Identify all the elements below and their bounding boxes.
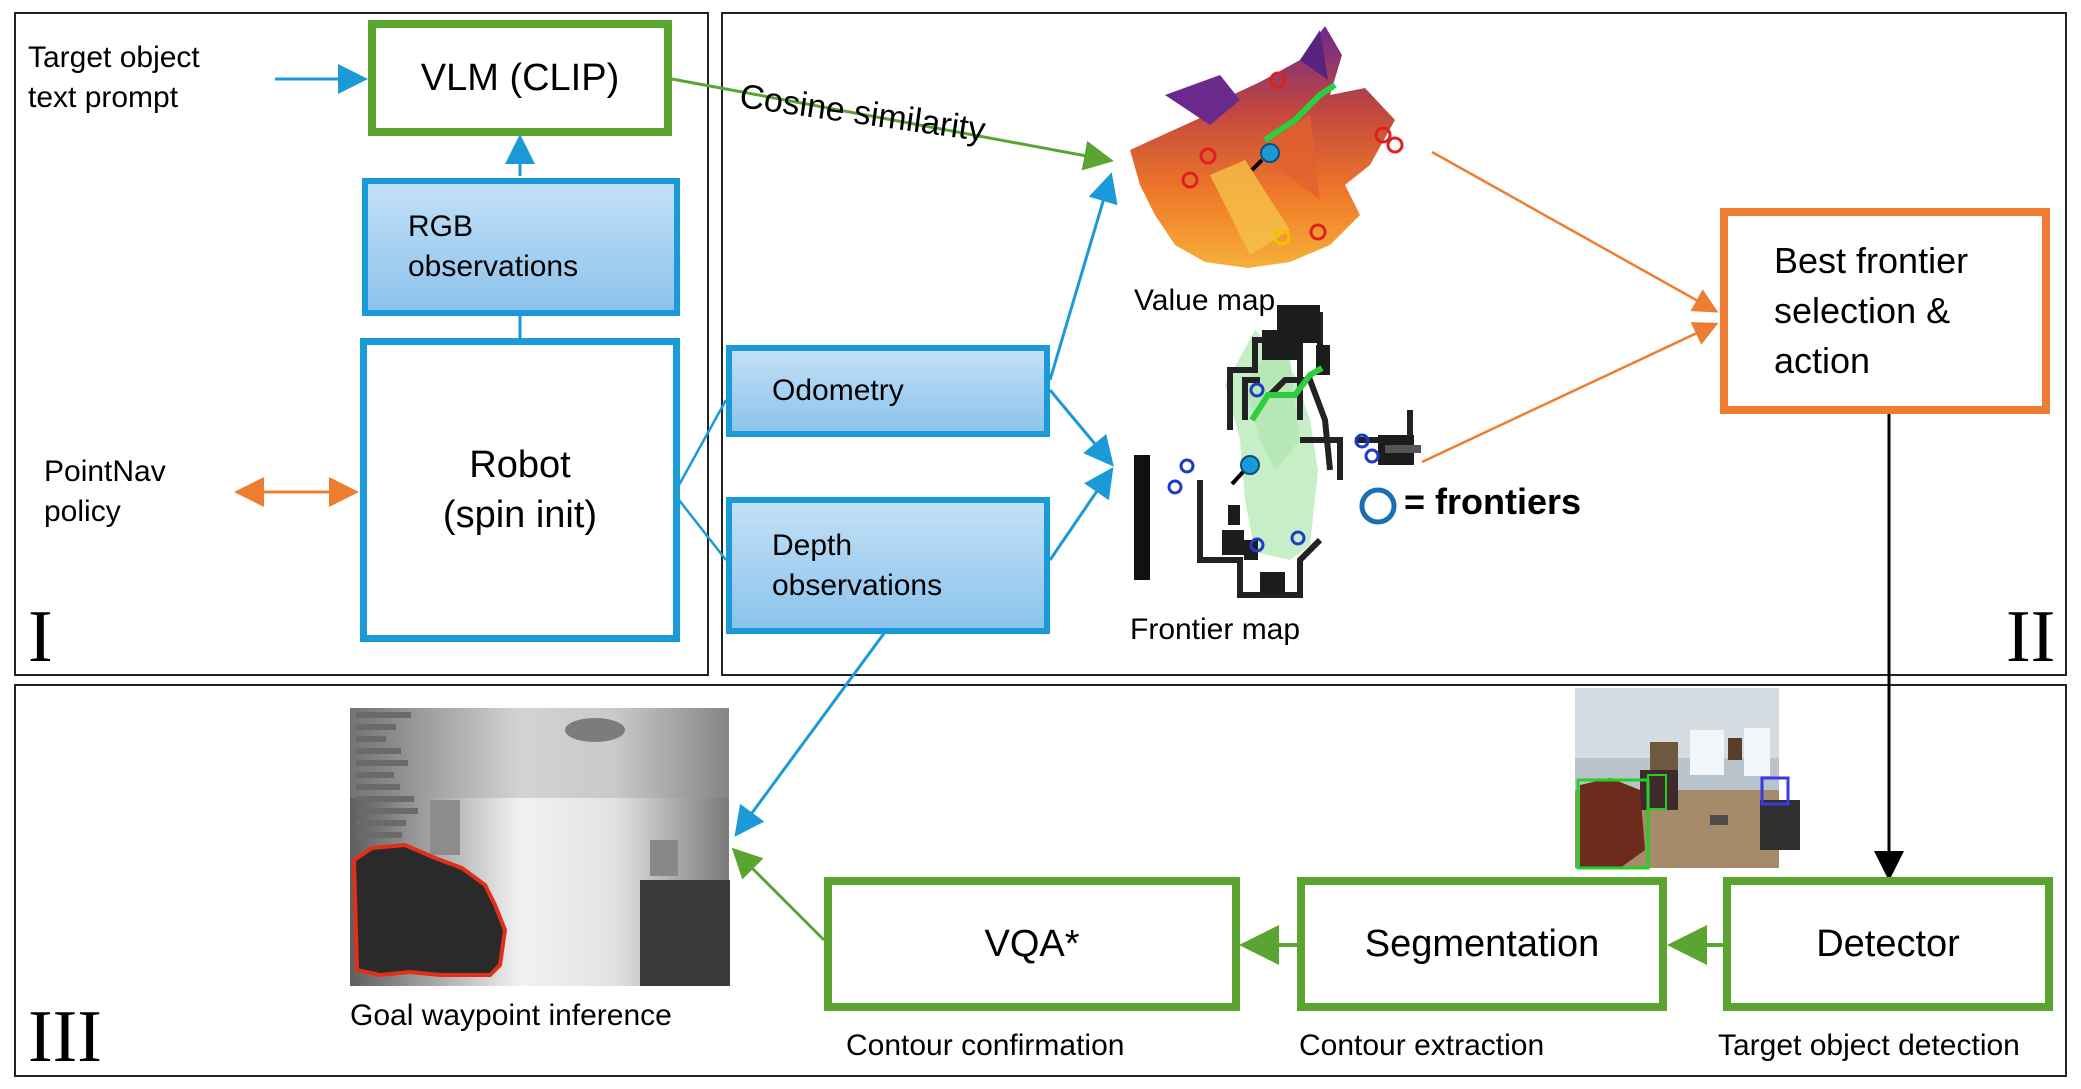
panel-one-numeral: I (28, 596, 53, 678)
odometry-box: Odometry (726, 345, 1050, 437)
goal-waypoint-caption: Goal waypoint inference (350, 999, 672, 1032)
frontier-map-image (1134, 305, 1421, 598)
contour-extraction-caption: Contour extraction (1299, 1029, 1545, 1062)
goal-waypoint-image (350, 708, 730, 986)
rgb-line1: RGB (408, 210, 474, 243)
panel-three-numeral: III (28, 996, 102, 1078)
best-line3: action (1774, 340, 1871, 381)
depth-line2: observations (772, 568, 943, 602)
frontier-legend-label: = frontiers (1404, 481, 1582, 522)
panel-two (721, 12, 2067, 676)
pointnav-label: PointNav policy (44, 452, 166, 532)
rgb-observations-box: RGB observations (362, 178, 680, 316)
vlm-box: VLM (CLIP) (368, 20, 672, 136)
best-line2: selection & (1774, 290, 1951, 331)
depth-line1: Depth (772, 528, 853, 562)
robot-line2: (spin init) (442, 494, 598, 536)
connectors (234, 64, 1904, 965)
best-line1: Best frontier (1774, 240, 1969, 281)
frontier-map-caption: Frontier map (1130, 613, 1301, 646)
pointnav-line2: policy (44, 495, 121, 528)
target-prompt-label: Target object text prompt (28, 38, 200, 118)
detector-box: Detector (1723, 877, 2053, 1011)
detector-photo (1575, 688, 1800, 870)
robot-line1: Robot (469, 444, 571, 486)
frontier-legend-marker (1359, 487, 1397, 525)
segmentation-box: Segmentation (1297, 877, 1667, 1011)
value-map-image (1130, 26, 1404, 268)
value-map-caption: Value map (1134, 284, 1276, 317)
robot-box: Robot (spin init) (360, 338, 680, 642)
rgb-line2: observations (408, 250, 579, 283)
pointnav-line1: PointNav (44, 455, 166, 488)
panel-two-numeral: II (2006, 596, 2056, 678)
target-detection-caption: Target object detection (1718, 1029, 2020, 1062)
best-frontier-box: Best frontier selection & action (1720, 208, 2050, 414)
target-prompt-line1: Target object (28, 41, 200, 74)
depth-observations-box: Depth observations (726, 497, 1050, 634)
panel-one (14, 12, 709, 676)
contour-confirmation-caption: Contour confirmation (846, 1029, 1125, 1062)
target-prompt-line2: text prompt (28, 81, 179, 114)
panel-three (14, 684, 2067, 1077)
vqa-box: VQA* (824, 877, 1240, 1011)
